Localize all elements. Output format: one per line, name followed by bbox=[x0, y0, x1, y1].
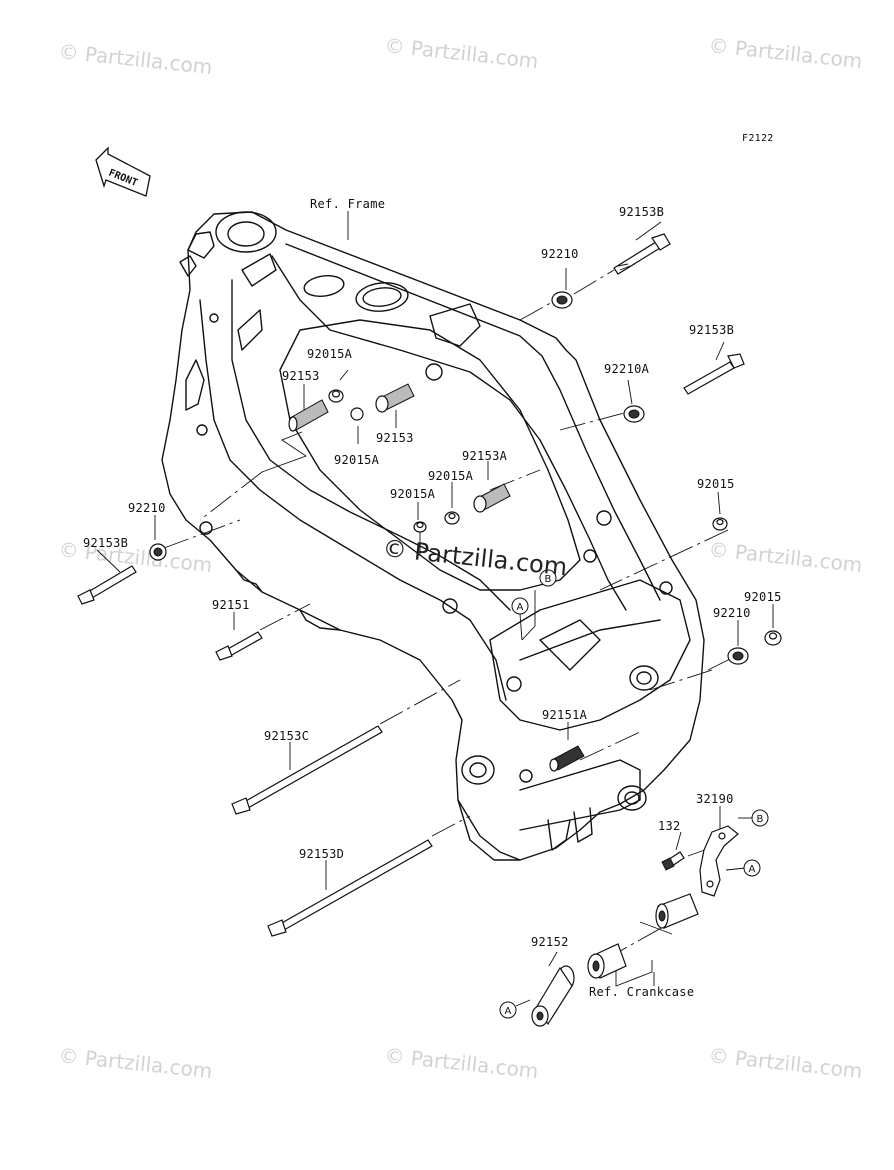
part-callout[interactable]: 92152 bbox=[531, 935, 569, 949]
watermark: © Partzilla.com bbox=[707, 33, 863, 73]
marker-a: A bbox=[511, 597, 529, 615]
stud-bolt-icon bbox=[288, 399, 329, 432]
flange-nut-icon bbox=[623, 405, 645, 423]
svg-text:B: B bbox=[545, 574, 552, 585]
bushing-icon bbox=[587, 943, 627, 979]
part-callout[interactable]: 92153A bbox=[462, 449, 508, 463]
svg-text:A: A bbox=[517, 602, 524, 613]
ref-crankcase-label: Ref. Crankcase bbox=[589, 985, 694, 999]
watermark: © Partzilla.com bbox=[57, 1043, 213, 1083]
marker-b: B bbox=[539, 569, 557, 587]
part-callout[interactable]: 92210 bbox=[713, 606, 751, 620]
svg-text:A: A bbox=[505, 1006, 512, 1017]
spacer-icon bbox=[531, 965, 575, 1027]
nut-icon bbox=[764, 630, 782, 646]
flange-nut-icon bbox=[551, 291, 573, 309]
stud-bolt-icon bbox=[375, 383, 415, 413]
watermark: © Partzilla.com bbox=[57, 39, 213, 79]
watermark: © Partzilla.com bbox=[707, 1043, 863, 1083]
nut-icon bbox=[328, 389, 344, 403]
part-callout[interactable]: 92151 bbox=[212, 598, 250, 612]
svg-text:B: B bbox=[757, 814, 764, 825]
part-callout[interactable]: 92015A bbox=[334, 453, 380, 467]
frame-drawing bbox=[161, 211, 705, 861]
svg-text:A: A bbox=[749, 864, 756, 875]
flange-nut-icon bbox=[149, 543, 167, 561]
part-callout[interactable]: 132 bbox=[658, 819, 681, 833]
part-callout[interactable]: 92153B bbox=[619, 205, 664, 219]
watermark: © Partzilla.com bbox=[383, 1043, 539, 1083]
bolt-icon bbox=[613, 233, 671, 275]
part-callout[interactable]: 92015A bbox=[428, 469, 474, 483]
part-callout[interactable]: 92153D bbox=[299, 847, 344, 861]
watermark-center: © Partzilla.com bbox=[381, 534, 568, 581]
part-callout[interactable]: 32190 bbox=[696, 792, 734, 806]
long-bolt-icon bbox=[267, 839, 433, 937]
part-callouts: 92153B 92210 92153B 92210A 92015A 92153 … bbox=[83, 205, 782, 949]
part-callout[interactable]: 92210 bbox=[128, 501, 166, 515]
long-bolt-icon bbox=[231, 725, 383, 815]
nut-icon bbox=[444, 511, 460, 525]
part-callout[interactable]: 92210A bbox=[604, 362, 650, 376]
ref-frame-label: Ref. Frame bbox=[310, 197, 385, 211]
stud-bolt-icon bbox=[473, 483, 511, 513]
part-callout[interactable]: 92015A bbox=[390, 487, 436, 501]
part-callout[interactable]: 92153B bbox=[83, 536, 128, 550]
watermark: © Partzilla.com bbox=[707, 537, 863, 577]
nut-icon bbox=[413, 521, 427, 533]
collar-icon bbox=[655, 893, 699, 929]
bracket-icon bbox=[699, 825, 739, 897]
part-graphics bbox=[77, 233, 782, 1027]
part-callout[interactable]: 92153 bbox=[376, 431, 414, 445]
part-callout[interactable]: 92153 bbox=[282, 369, 320, 383]
part-callout[interactable]: 92015A bbox=[307, 347, 353, 361]
marker-b: B bbox=[751, 809, 769, 827]
bolt-icon bbox=[77, 565, 137, 605]
marker-a: A bbox=[499, 1001, 517, 1019]
diagram-code: F2122 bbox=[742, 133, 774, 144]
part-callout[interactable]: 92153C bbox=[264, 729, 309, 743]
flange-nut-icon bbox=[727, 647, 749, 665]
part-callout[interactable]: 92151A bbox=[542, 708, 588, 722]
bolt-icon bbox=[661, 851, 685, 871]
watermark: © Partzilla.com bbox=[383, 33, 539, 73]
leader-lines bbox=[96, 211, 774, 1007]
bolt-icon bbox=[683, 353, 745, 395]
nut-icon bbox=[712, 517, 728, 531]
part-callout[interactable]: 92015 bbox=[697, 477, 735, 491]
bolt-icon bbox=[215, 631, 263, 661]
part-callout[interactable]: 92153B bbox=[689, 323, 734, 337]
marker-a: A bbox=[743, 859, 761, 877]
front-arrow-icon: FRONT bbox=[95, 146, 151, 197]
part-callout[interactable]: 92210 bbox=[541, 247, 579, 261]
part-callout[interactable]: 92015 bbox=[744, 590, 782, 604]
stud-bolt-icon bbox=[549, 745, 585, 772]
nut-icon bbox=[350, 407, 364, 421]
